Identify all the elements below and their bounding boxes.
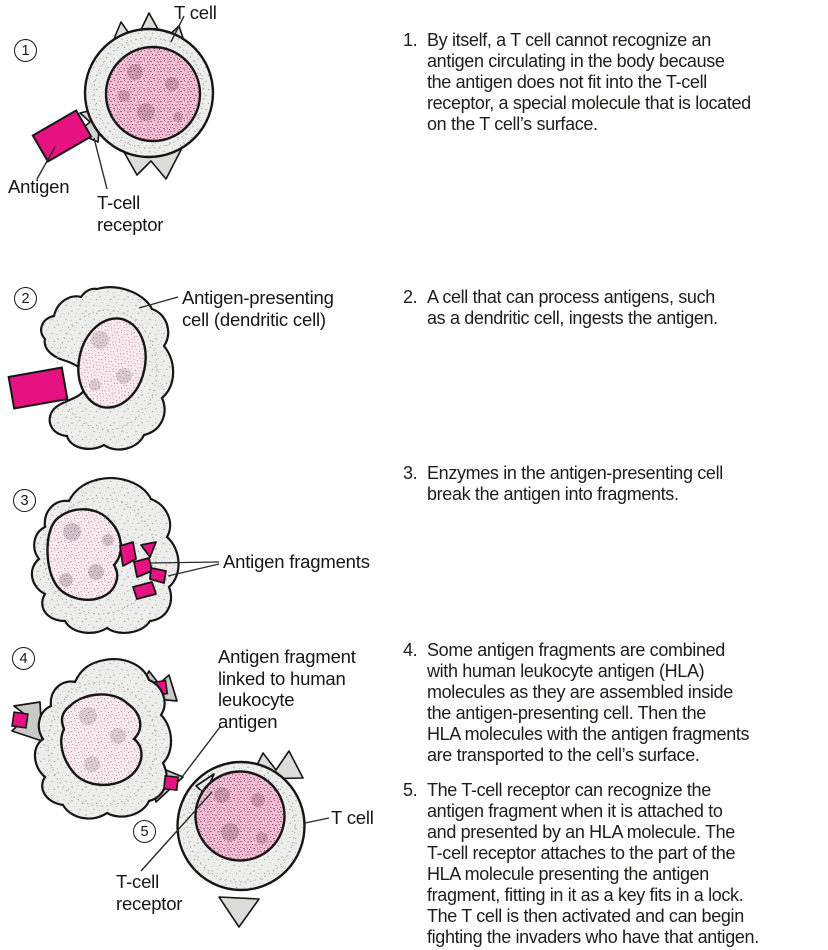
step1-illustration [31,12,215,190]
caption-step-3: 3. Enzymes in the antigen-presenting cel… [403,463,825,505]
label-antigen-step1: Antigen [8,176,70,197]
antigen-fragment [132,581,157,600]
nucleus-mottling [89,331,132,391]
antigen-shape [7,366,69,410]
step5-illustration [140,750,330,928]
caption-number: 3. [403,463,418,483]
leader-line-apc [138,296,179,309]
leader-line-tcell [170,15,185,43]
caption-text: Enzymes in the antigen-presenting cell b… [427,463,723,504]
label-receptor-step5: T-cell receptor [116,871,183,914]
antigen-fragment [162,774,180,792]
step-marker-4: 4 [12,647,35,670]
antigen-fragment [149,567,167,584]
label-hla-step4: Antigen fragment linked to human leukocy… [218,646,356,732]
step-marker-2: 2 [14,287,37,310]
tcell-membrane-spikes-bottom [218,896,260,928]
apc-nucleus [46,508,122,601]
label-tcell-step1: T cell [174,2,217,23]
step-marker-5: 5 [133,820,156,843]
label-tcell-step5: T cell [331,807,374,828]
leader-line-antigen [36,146,56,180]
apc-nucleus [60,693,143,787]
apc-inner-contour [43,497,157,615]
caption-text: By itself, a T cell cannot recognize an … [427,30,751,134]
tcell-nucleus [104,45,202,143]
antigen-fragments-group [119,541,167,600]
leader-line-receptor [93,137,108,190]
tcell-nucleus [194,770,286,862]
apc-inner-contour [47,681,157,807]
step-marker-1: 1 [14,39,37,62]
leader-line-receptor [140,791,213,872]
caption-text: The T-cell receptor can recognize the an… [427,780,759,947]
step2-illustration [7,286,179,451]
leader-lines-fragments [149,561,220,577]
antigen-fragment [140,541,157,558]
caption-step-5: 5. The T-cell receptor can recognize the… [403,780,825,948]
nucleus-mottling [118,64,183,122]
antigen-fragment [119,541,137,567]
label-apc-step2: Antigen-presenting cell (dendritic cell) [182,287,334,330]
leader-line-hla [181,726,221,778]
step4-illustration [11,658,221,820]
apc-nucleus [77,317,147,409]
apc-inner-contour [56,309,158,431]
caption-number: 4. [403,640,418,660]
nucleus-mottling [59,523,114,587]
caption-step-2: 2. A cell that can process antigens, suc… [403,287,825,329]
caption-text: A cell that can process antigens, such a… [427,287,718,328]
label-receptor-step1: T-cell receptor [97,192,164,235]
caption-step-1: 1. By itself, a T cell cannot recognize … [403,30,825,135]
caption-text: Some antigen fragments are combined with… [427,640,750,765]
caption-step-4: 4. Some antigen fragments are combined w… [403,640,825,766]
nucleus-mottling [79,707,126,772]
step3-illustration [30,477,220,635]
diagram-artwork [7,12,330,928]
caption-number: 5. [403,780,418,800]
caption-number: 1. [403,30,418,50]
step-marker-3: 3 [13,489,36,512]
label-fragments-step3: Antigen fragments [223,551,370,572]
antigen-fragment [11,711,29,729]
nucleus-mottling [214,787,268,844]
antigen-shape [31,109,93,163]
leader-line-tcell [304,817,330,824]
tcell-inner-contour [93,37,205,149]
caption-number: 2. [403,287,418,307]
